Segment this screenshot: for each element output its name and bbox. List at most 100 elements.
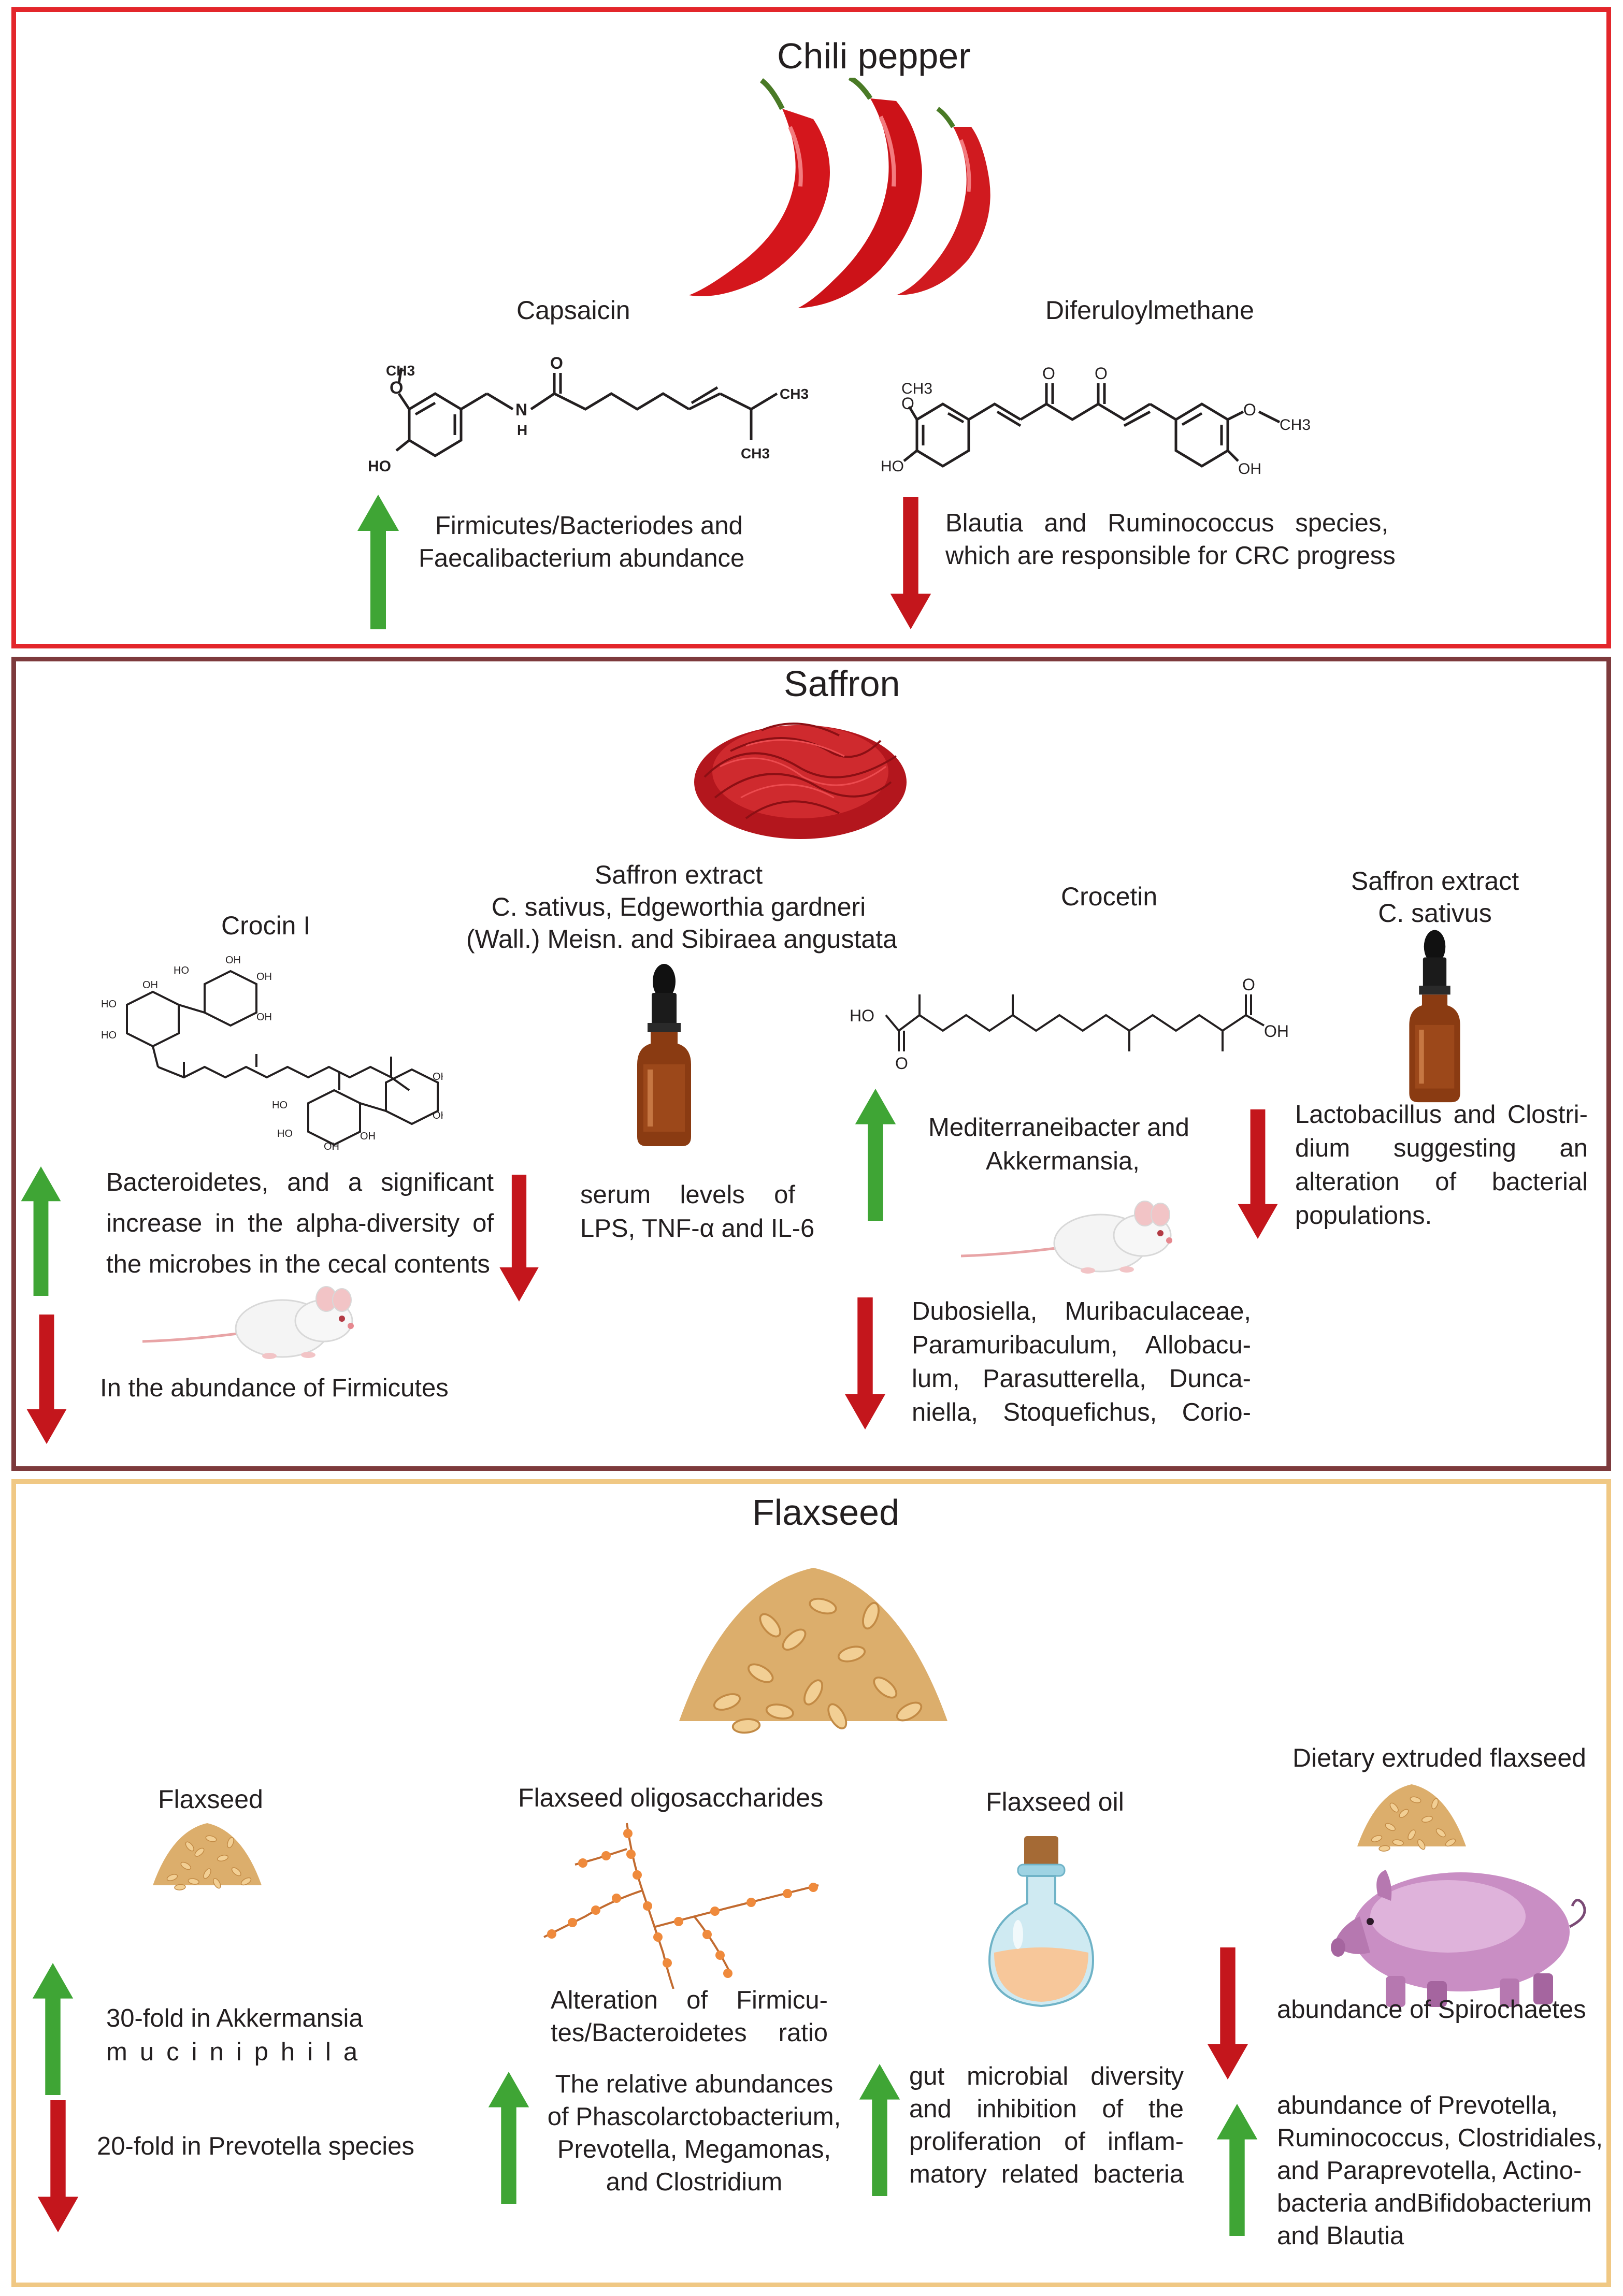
capsaicin-ho: HO bbox=[368, 458, 391, 475]
diferuloylmethane-effect-line-2: which are responsible for CRC progress bbox=[945, 542, 1396, 570]
saffron-pile-icon bbox=[684, 694, 917, 849]
crocetin-o-right: O bbox=[1242, 975, 1255, 994]
capsaicin-structure: CH3 O HO N H O CH3 CH3 bbox=[357, 352, 850, 492]
flaxseed-effect-up-line-2: muciniphila bbox=[106, 2038, 370, 2066]
svg-text:HO: HO bbox=[174, 965, 189, 976]
oligo-alteration-line-1: Alteration of Firmicu- bbox=[551, 1986, 828, 2014]
oil-flask-icon bbox=[987, 1836, 1096, 2007]
svg-text:OH: OH bbox=[433, 1110, 443, 1121]
up-arrow-icon bbox=[21, 1166, 61, 1296]
saffron-extract-2-effect-line-1: Lactobacillus and Clostri- bbox=[1295, 1101, 1588, 1129]
diferuloylmethane-o-right: O bbox=[1243, 400, 1256, 419]
oligo-alteration-line-2: tes/Bacteroidetes ratio bbox=[551, 2019, 828, 2047]
oligosaccharide-chain-icon bbox=[539, 1818, 829, 1989]
svg-text:OH: OH bbox=[256, 1012, 272, 1023]
saffron-extract-2-name-line-2: C. sativus bbox=[1378, 899, 1492, 928]
oligo-effect-line-4: and Clostridium bbox=[606, 2168, 783, 2196]
saffron-extract-2-effect-line-2: dium suggesting an bbox=[1295, 1134, 1588, 1162]
down-arrow-icon bbox=[844, 1297, 886, 1429]
crocin-effect-down: In the abundance of Firmicutes bbox=[100, 1374, 449, 1402]
capsaicin-effect-line-1: Firmicutes/Bacteriodes and bbox=[435, 512, 743, 540]
flaxseed-panel bbox=[11, 1479, 1611, 2287]
extruded-effect-up-line-2: Ruminococcus, Clostridiales, bbox=[1277, 2124, 1603, 2152]
flaxseed-effect-down: 20-fold in Prevotella species bbox=[97, 2132, 414, 2160]
saffron-extract-1-name-line-3: (Wall.) Meisn. and Sibiraea angustata bbox=[466, 925, 897, 954]
crocin-effect-up-line-2: increase in the alpha-diversity of bbox=[106, 1209, 494, 1237]
svg-text:HO: HO bbox=[101, 999, 117, 1010]
dropper-bottle-icon bbox=[633, 961, 695, 1147]
saffron-panel bbox=[11, 657, 1611, 1471]
crocin-effect-up-line-3: the microbes in the cecal contents bbox=[106, 1250, 490, 1278]
flaxseed-oil-label: Flaxseed oil bbox=[986, 1787, 1124, 1816]
extruded-effect-up-line-1: abundance of Prevotella, bbox=[1277, 2091, 1558, 2119]
svg-text:OH: OH bbox=[324, 1141, 339, 1150]
diferuloylmethane-o-left: O bbox=[901, 394, 914, 413]
extruded-flaxseed-label: Dietary extruded flaxseed bbox=[1292, 1743, 1586, 1772]
chili-pepper-panel bbox=[11, 7, 1611, 648]
flaxseed-label: Flaxseed bbox=[158, 1785, 263, 1814]
down-arrow-icon bbox=[26, 1315, 67, 1444]
svg-text:OH: OH bbox=[360, 1131, 376, 1142]
crocetin-ho: HO bbox=[850, 1006, 874, 1025]
oil-effect-line-4: matory related bacteria bbox=[909, 2160, 1184, 2188]
flaxseed-pile-icon bbox=[668, 1549, 958, 1740]
flaxseed-title: Flaxseed bbox=[752, 1492, 900, 1533]
crocetin-o-left: O bbox=[895, 1054, 908, 1072]
down-arrow-icon bbox=[37, 2100, 79, 2232]
oil-effect-line-3: proliferation of inflam- bbox=[909, 2128, 1184, 2156]
extruded-effect-up-line-5: and Blautia bbox=[1277, 2222, 1404, 2250]
svg-text:OH: OH bbox=[256, 971, 272, 983]
capsaicin-n: N bbox=[515, 400, 527, 419]
flaxseed-pile-icon bbox=[148, 1815, 267, 1893]
mouse-icon bbox=[142, 1279, 370, 1362]
oil-effect-line-2: and inhibition of the bbox=[909, 2095, 1184, 2123]
down-arrow-icon bbox=[1237, 1109, 1279, 1239]
up-arrow-icon bbox=[1216, 2104, 1258, 2236]
diferuloylmethane-oh: OH bbox=[1238, 460, 1261, 478]
crocetin-effect-up-line-2: Akkermansia, bbox=[986, 1147, 1140, 1175]
extruded-effect-up-line-3: and Paraprevotella, Actino- bbox=[1277, 2157, 1582, 2185]
capsaicin-ch3-top: CH3 bbox=[386, 363, 415, 379]
oligo-effect-line-2: of Phascolarctobacterium, bbox=[547, 2103, 841, 2131]
saffron-extract-1-name-line-2: C. sativus, Edgeworthia gardneri bbox=[491, 892, 866, 921]
extruded-effect-up-line-4: bacteria andBifidobacterium bbox=[1277, 2189, 1592, 2217]
crocin-label: Crocin I bbox=[221, 911, 311, 940]
flaxseed-pile-icon bbox=[1352, 1777, 1471, 1854]
down-arrow-icon bbox=[1207, 1947, 1248, 2080]
chili-pepper-title: Chili pepper bbox=[777, 36, 971, 76]
crocin-effect-up-line-1: Bacteroidetes, and a significant bbox=[106, 1168, 494, 1196]
down-arrow-icon bbox=[890, 497, 931, 629]
up-arrow-icon bbox=[357, 495, 399, 629]
crocetin-label: Crocetin bbox=[1061, 882, 1158, 911]
crocetin-effect-down-line-2: Paramuribaculum, Allobacu- bbox=[912, 1331, 1251, 1359]
mouse-icon bbox=[961, 1194, 1189, 1277]
saffron-extract-1-effect-line-2: LPS, TNF-α and IL-6 bbox=[580, 1215, 815, 1243]
crocetin-oh: OH bbox=[1264, 1022, 1289, 1041]
diferuloylmethane-ch3-right: CH3 bbox=[1280, 416, 1311, 434]
oligo-effect-line-3: Prevotella, Megamonas, bbox=[557, 2135, 831, 2163]
up-arrow-icon bbox=[32, 1963, 74, 2095]
saffron-extract-2-name-line-1: Saffron extract bbox=[1351, 867, 1519, 896]
saffron-title: Saffron bbox=[784, 663, 900, 704]
diferuloylmethane-effect-line-1: Blautia and Ruminococcus species, bbox=[945, 509, 1388, 537]
crocetin-effect-down-line-4: niella, Stoquefichus, Corio- bbox=[912, 1398, 1251, 1426]
oligo-effect-line-1: The relative abundances bbox=[555, 2070, 834, 2098]
crocetin-structure: HO O O OH bbox=[850, 974, 1295, 1072]
pig-icon bbox=[1329, 1854, 1598, 2010]
extruded-effect-down: abundance of Spirochaetes bbox=[1277, 1996, 1586, 2024]
flaxseed-effect-up-line-1: 30-fold in Akkermansia bbox=[106, 2004, 363, 2032]
diferuloylmethane-label: Diferuloylmethane bbox=[1045, 296, 1254, 325]
diferuloylmethane-ho: HO bbox=[881, 458, 904, 475]
svg-text:HO: HO bbox=[272, 1100, 288, 1111]
diferuloylmethane-structure: CH3 O HO O O O CH3 OH bbox=[881, 363, 1399, 487]
saffron-extract-2-effect-line-4: populations. bbox=[1295, 1202, 1432, 1230]
capsaicin-ch3-right: CH3 bbox=[780, 386, 809, 402]
dropper-bottle-icon bbox=[1405, 927, 1464, 1103]
diferuloylmethane-o-2: O bbox=[1095, 364, 1108, 383]
down-arrow-icon bbox=[498, 1175, 540, 1302]
capsaicin-ch3-bottom: CH3 bbox=[741, 445, 770, 461]
saffron-extract-1-name-line-1: Saffron extract bbox=[594, 860, 763, 889]
chili-pepper-icon bbox=[679, 78, 995, 311]
up-arrow-icon bbox=[488, 2072, 529, 2204]
